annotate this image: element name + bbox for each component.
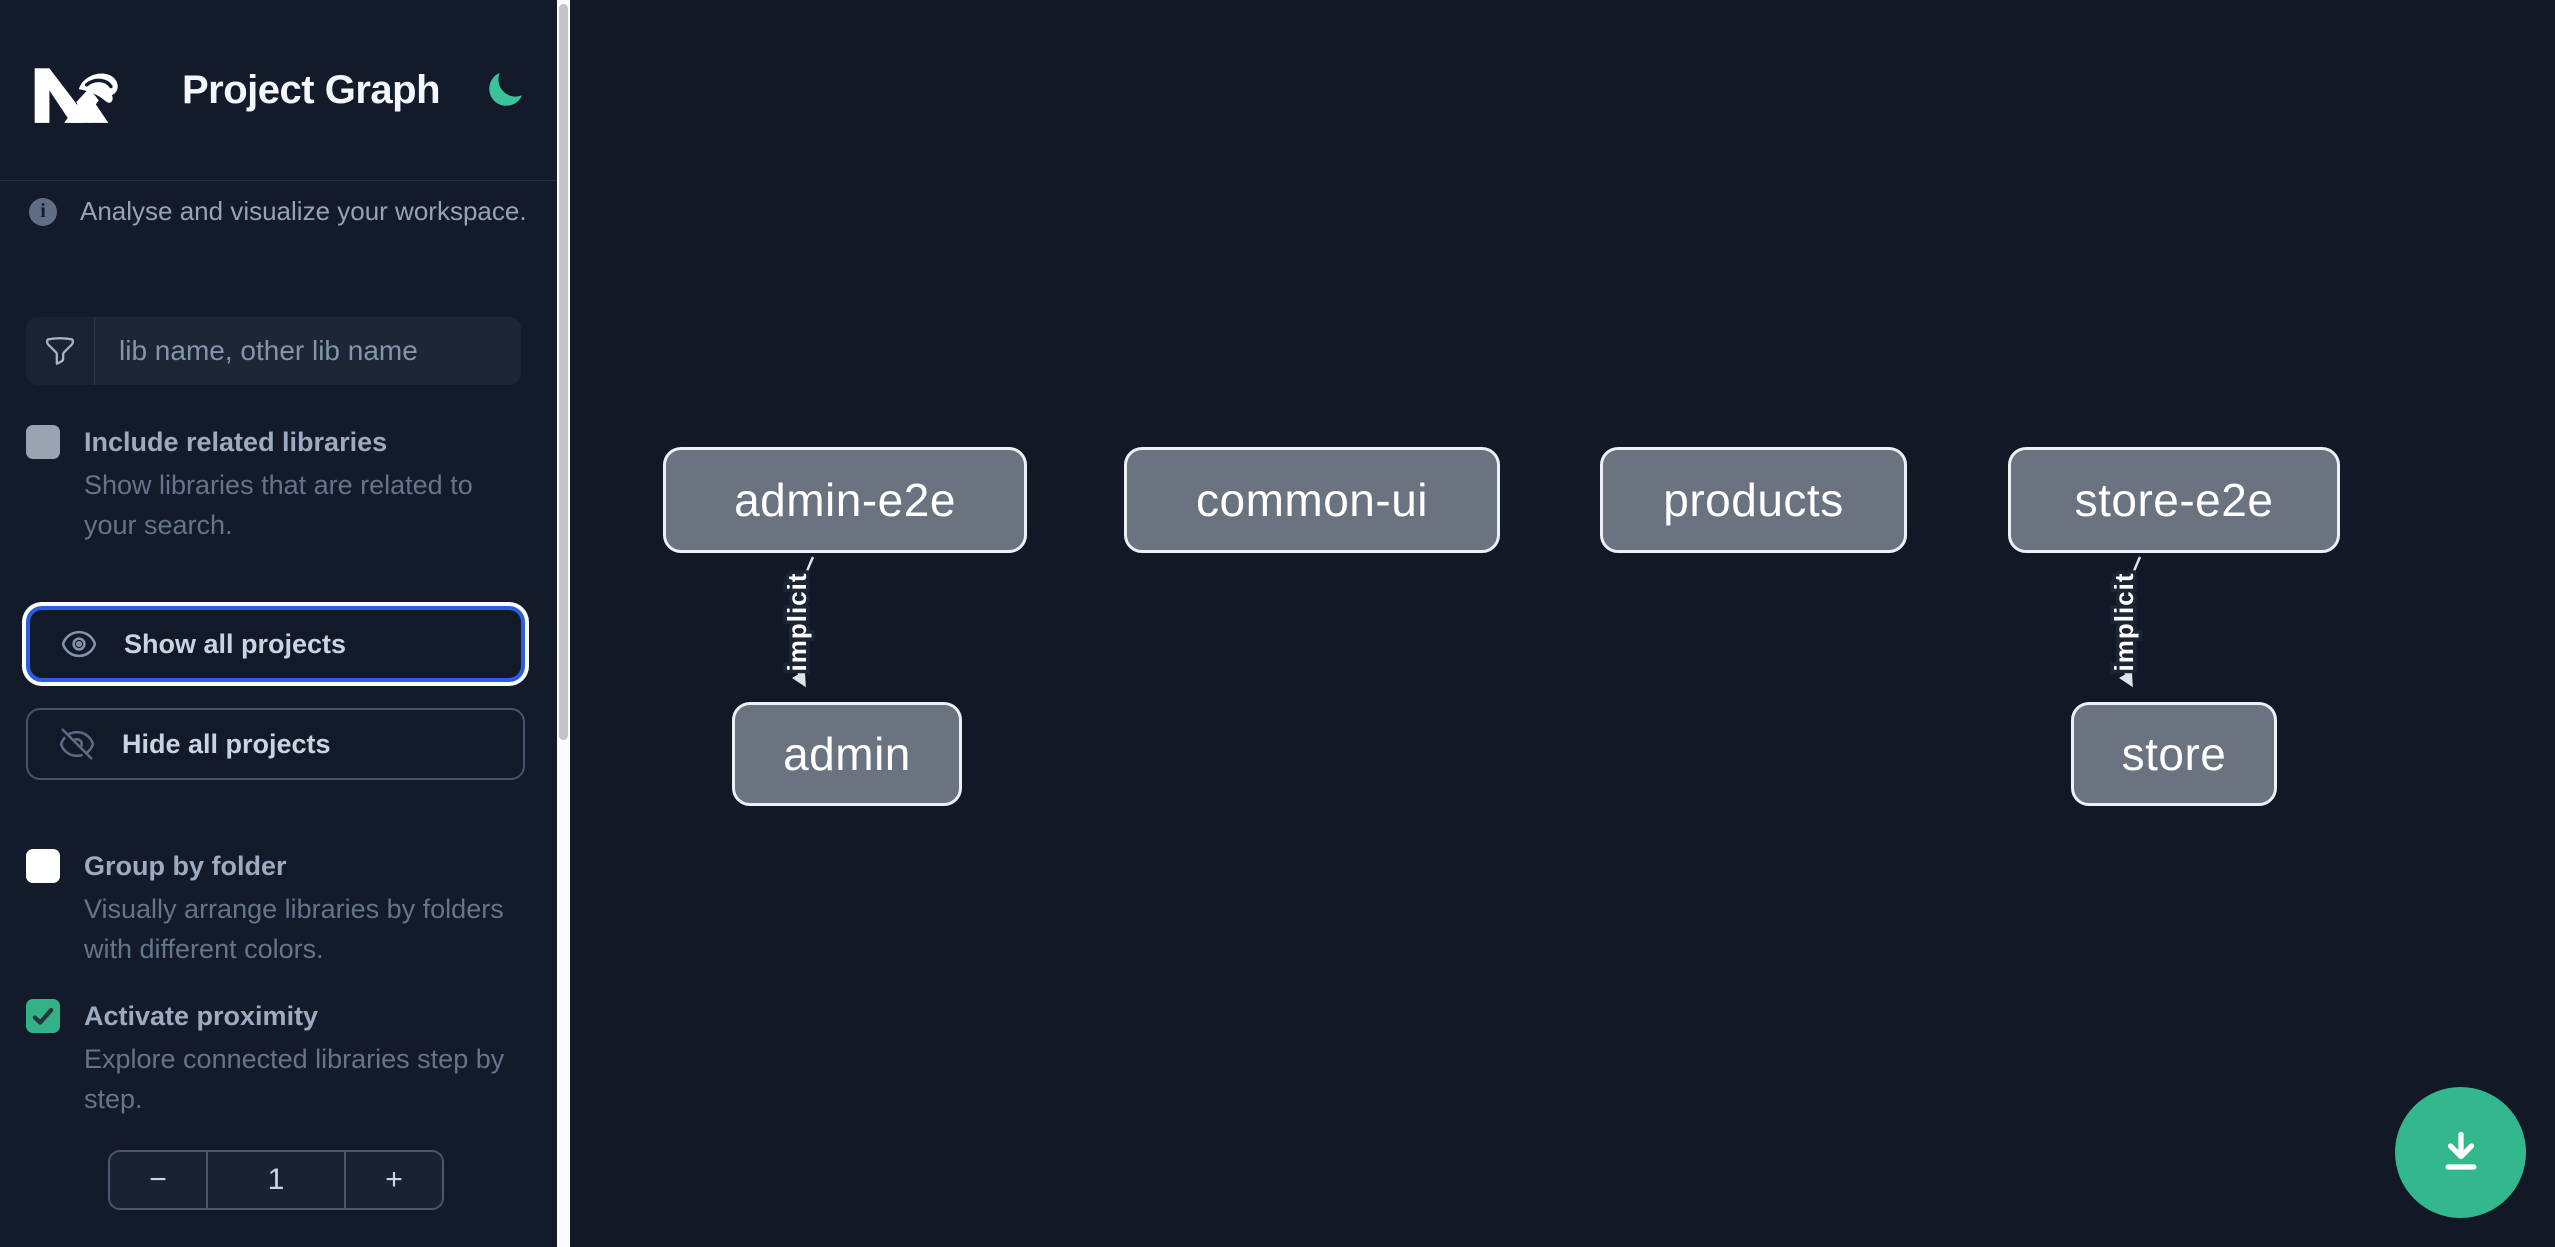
checkmark-icon bbox=[32, 1007, 54, 1025]
tagline-text: Analyse and visualize your workspace. bbox=[80, 196, 527, 226]
option-include-related: Include related libraries Show libraries… bbox=[26, 422, 531, 545]
edge-store-e2e-store bbox=[2118, 556, 2142, 688]
group-by-folder-checkbox[interactable] bbox=[26, 849, 60, 883]
proximity-depth-value: 1 bbox=[206, 1152, 346, 1208]
activate-proximity-label: Activate proximity bbox=[84, 1001, 319, 1031]
sidebar-scrollbar[interactable] bbox=[557, 0, 570, 1247]
proximity-depth-stepper: − 1 + bbox=[108, 1150, 444, 1210]
group-by-folder-description: Visually arrange libraries by folders wi… bbox=[84, 894, 504, 964]
include-related-label: Include related libraries bbox=[84, 427, 388, 457]
project-filter bbox=[26, 317, 521, 385]
activate-proximity-description: Explore connected libraries step by step… bbox=[84, 1044, 505, 1114]
sidebar-header: Project Graph bbox=[0, 0, 557, 181]
option-activate-proximity: Activate proximity Explore connected lib… bbox=[26, 996, 531, 1119]
include-related-description: Show libraries that are related to your … bbox=[84, 470, 473, 540]
graph-node-store-e2e[interactable]: store-e2e bbox=[2008, 447, 2340, 553]
edge-label-implicit: implicit bbox=[782, 572, 812, 671]
page-title: Project Graph bbox=[182, 67, 441, 112]
include-related-checkbox[interactable] bbox=[26, 425, 60, 459]
sidebar: Project Graph i Analyse and visualize yo… bbox=[0, 0, 570, 1247]
search-input[interactable] bbox=[95, 317, 521, 385]
edge-admin-e2e-admin bbox=[791, 556, 815, 688]
graph-edges: implicit implicit bbox=[779, 556, 2143, 688]
graph-node-common-ui[interactable]: common-ui bbox=[1124, 447, 1500, 553]
funnel-icon bbox=[46, 337, 74, 365]
dark-mode-toggle[interactable] bbox=[484, 69, 526, 111]
eye-icon bbox=[61, 630, 97, 658]
download-image-button[interactable] bbox=[2395, 1087, 2526, 1218]
graph-node-admin[interactable]: admin bbox=[732, 702, 962, 806]
graph-node-admin-e2e[interactable]: admin-e2e bbox=[663, 447, 1027, 553]
group-by-folder-label: Group by folder bbox=[84, 851, 287, 881]
activate-proximity-checkbox-row[interactable]: Activate proximity bbox=[26, 996, 531, 1036]
option-group-by-folder: Group by folder Visually arrange librari… bbox=[26, 846, 531, 969]
moon-icon bbox=[489, 72, 523, 106]
edge-label-implicit: implicit bbox=[2109, 572, 2139, 671]
graph-node-store[interactable]: store bbox=[2071, 702, 2277, 806]
sidebar-scrollbar-thumb[interactable] bbox=[559, 4, 568, 740]
workspace-tagline-row: i Analyse and visualize your workspace. bbox=[29, 196, 527, 227]
project-graph-canvas[interactable]: implicit implicit admin-e2e common-ui pr… bbox=[570, 0, 2555, 1247]
include-related-checkbox-row[interactable]: Include related libraries bbox=[26, 422, 531, 462]
hide-all-projects-button[interactable]: Hide all projects bbox=[26, 708, 525, 780]
show-all-projects-label: Show all projects bbox=[124, 628, 347, 659]
download-icon bbox=[2445, 1131, 2476, 1170]
eye-slash-icon bbox=[59, 728, 95, 760]
filter-funnel-segment bbox=[26, 317, 95, 385]
increment-button[interactable]: + bbox=[346, 1152, 442, 1208]
activate-proximity-checkbox[interactable] bbox=[26, 999, 60, 1033]
nx-logo-icon bbox=[34, 68, 118, 123]
hide-all-projects-label: Hide all projects bbox=[122, 728, 331, 759]
group-by-folder-checkbox-row[interactable]: Group by folder bbox=[26, 846, 531, 886]
decrement-button[interactable]: − bbox=[110, 1152, 206, 1208]
info-icon: i bbox=[29, 197, 57, 226]
show-all-projects-button[interactable]: Show all projects bbox=[26, 606, 525, 682]
graph-node-products[interactable]: products bbox=[1600, 447, 1907, 553]
